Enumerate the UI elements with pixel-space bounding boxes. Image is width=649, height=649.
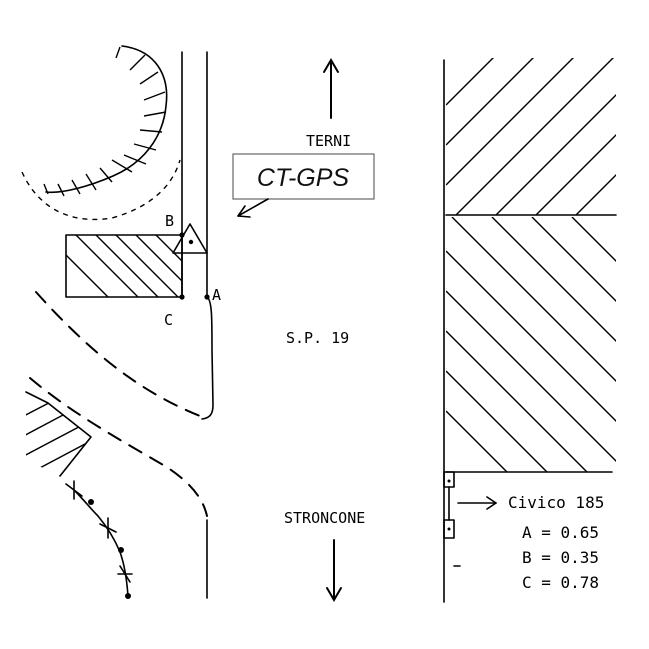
point-b-label: B	[165, 212, 174, 230]
measurement-a: A = 0.65	[522, 523, 599, 542]
fence-line	[65, 480, 133, 599]
road-dashed-curves	[29, 291, 208, 517]
point-a-label: A	[212, 286, 221, 304]
building-upper-right	[445, 58, 617, 216]
measurement-c: C = 0.78	[522, 573, 599, 592]
civic-arrow-icon	[457, 496, 497, 510]
road-edge-left	[181, 51, 208, 299]
gps-station-marker	[172, 223, 208, 254]
measure-points	[179, 232, 210, 300]
corner-hatched	[25, 391, 92, 477]
callout-arrow	[237, 198, 269, 218]
road-name-label: S.P. 19	[286, 329, 349, 347]
measurement-b: B = 0.35	[522, 548, 599, 567]
driveway-line	[201, 296, 214, 420]
station-callout-box	[232, 153, 375, 200]
arrow-up-icon	[323, 58, 339, 119]
direction-south-label: STRONCONE	[284, 509, 365, 527]
arrow-down-icon	[326, 539, 342, 602]
civic-number-label: Civico 185	[508, 493, 604, 512]
direction-north-label: TERNI	[306, 132, 351, 150]
building-lower-right	[445, 217, 616, 473]
station-callout-text: CT-GPS	[257, 164, 349, 192]
civic-marker	[443, 471, 461, 567]
building-hatched	[65, 234, 183, 298]
embankment-curve	[21, 45, 181, 221]
point-c-label: C	[164, 311, 173, 329]
